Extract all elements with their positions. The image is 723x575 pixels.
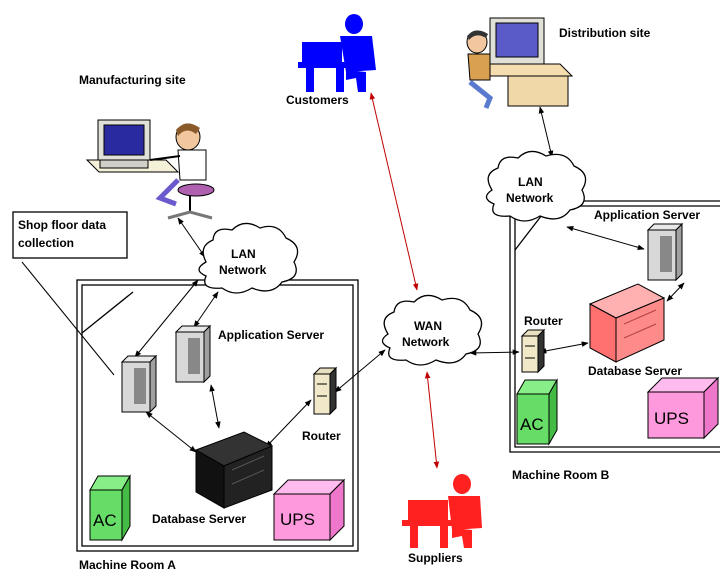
database-server-a-label: Database Server <box>152 512 246 526</box>
server-tower-a1 <box>120 354 158 414</box>
shop-floor-box <box>12 211 128 259</box>
ac-a-label: AC <box>93 511 117 530</box>
application-server-a-label: Application Server <box>218 328 324 342</box>
customers-label: Customers <box>286 93 349 107</box>
shop-floor-label-line1: Shop floor data <box>18 218 106 232</box>
ups-b-label: UPS <box>654 409 689 428</box>
router-b <box>520 328 546 374</box>
database-server-b <box>588 283 666 363</box>
customers-figure <box>298 14 376 92</box>
ac-b-label: AC <box>520 415 544 434</box>
ups-a-label: UPS <box>280 510 315 529</box>
application-server-a <box>174 324 212 384</box>
machine-room-b-label: Machine Room B <box>512 468 610 482</box>
router-a-label: Router <box>302 429 341 443</box>
machine-room-b-outline <box>509 200 720 453</box>
lan-cloud-a <box>198 222 299 294</box>
lan-a-label-line1: LAN <box>231 247 256 261</box>
manufacturing-workstation-person <box>85 119 215 220</box>
shop-floor-label-line2: collection <box>18 236 74 250</box>
router-a <box>312 366 338 416</box>
database-server-b-label: Database Server <box>588 364 682 378</box>
lan-b-label-line1: LAN <box>518 175 543 189</box>
distribution-site-label: Distribution site <box>559 26 651 40</box>
manufacturing-site-label: Manufacturing site <box>79 73 186 87</box>
ups-unit-b <box>646 376 720 440</box>
connectors <box>21 106 685 453</box>
suppliers-label: Suppliers <box>408 551 463 565</box>
wan-cloud <box>381 294 483 366</box>
wan-label-line1: WAN <box>414 319 442 333</box>
lan-a-label-line2: Network <box>219 263 267 277</box>
ac-unit-a <box>89 474 131 542</box>
ups-unit-a <box>272 478 346 542</box>
application-server-b <box>646 222 684 282</box>
wan-label-line2: Network <box>402 335 450 349</box>
application-server-b-label: Application Server <box>594 208 700 222</box>
lan-b-label-line2: Network <box>506 191 554 205</box>
wan-links <box>369 92 440 469</box>
ac-unit-b <box>516 378 558 446</box>
lan-cloud-b <box>485 150 587 222</box>
database-server-a <box>194 431 274 509</box>
machine-room-a-label: Machine Room A <box>79 558 176 572</box>
suppliers-figure <box>402 474 482 548</box>
router-b-label: Router <box>524 314 563 328</box>
distribution-workstation-person <box>466 17 574 109</box>
